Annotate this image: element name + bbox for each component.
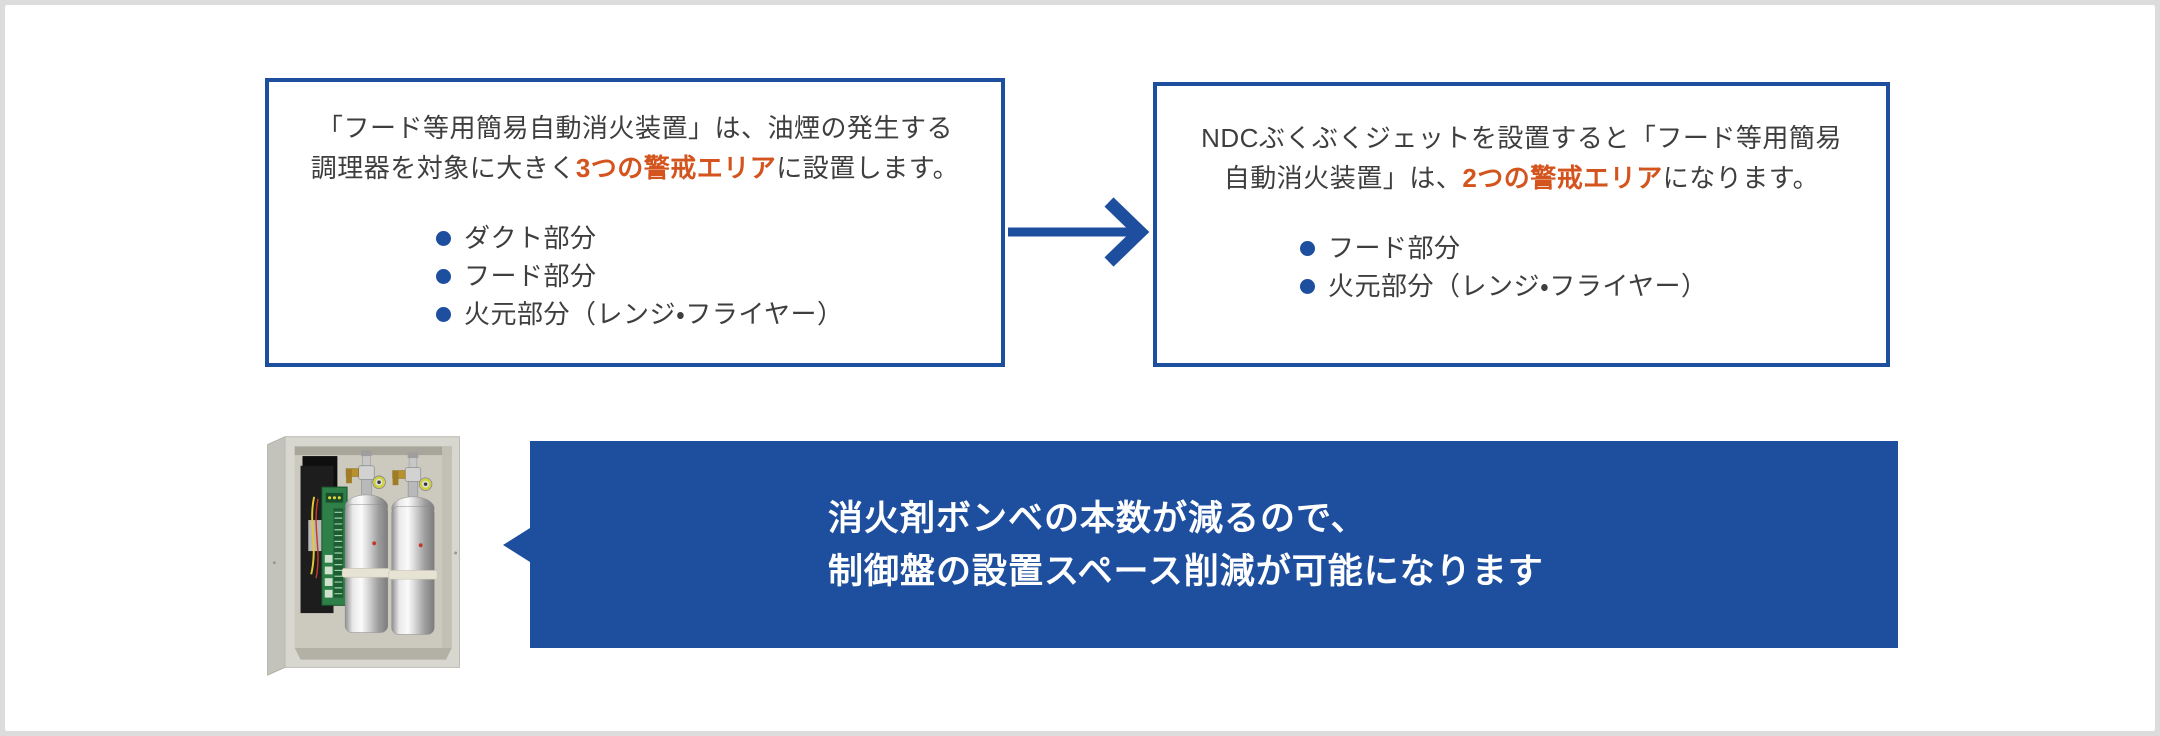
right-arrow-icon [1005, 185, 1160, 280]
bullet-dot-icon [1300, 240, 1315, 256]
callout-line1: 消火剤ボンベの本数が減るので、 [828, 498, 1367, 538]
bullet-dot-icon [1300, 278, 1315, 294]
benefit-callout-banner: 消火剤ボンベの本数が減るので、 制御盤の設置スペース削減が可能になります [530, 441, 1898, 648]
control-panel-photo [261, 427, 469, 679]
cabinet-side-panel [267, 436, 286, 676]
before-area-list: ダクト部分 フード部分 火元部分（レンジ・フライヤー） [436, 219, 1001, 333]
agent-cylinder [341, 449, 392, 634]
after-line2-post: になります。 [1662, 163, 1820, 193]
after-line2-pre: 自動消火装置」は、 [1223, 163, 1463, 193]
list-item: フード部分 [436, 257, 1001, 295]
control-panel-illustration [267, 436, 460, 676]
after-area-list: フード部分 火元部分（レンジ・フライヤー） [1300, 229, 1886, 305]
callout-line2: 制御盤の設置スペース削減が可能になります [828, 551, 1544, 591]
before-box-text: 「フード等用簡易自動消火装置」は、油煙の発生する 調理器を対象に大きく3つの警戒… [269, 108, 1001, 188]
before-highlight-3-areas: 3つの警戒エリア [575, 153, 777, 183]
bullet-dot-icon [436, 306, 451, 322]
list-item: 火元部分（レンジ・フライヤー） [1300, 267, 1886, 305]
after-box-text: NDCぶくぶくジェットを設置すると「フード等用簡易 自動消火装置」は、2つの警戒… [1157, 118, 1886, 198]
before-installation-box: 「フード等用簡易自動消火装置」は、油煙の発生する 調理器を対象に大きく3つの警戒… [265, 78, 1005, 367]
bullet-dot-icon [436, 230, 451, 246]
area-label: フード部分 [1328, 233, 1461, 263]
area-label: 火元部分（レンジ・フライヤー） [1328, 271, 1708, 301]
area-label: 火元部分（レンジ・フライヤー） [464, 299, 844, 329]
after-installation-box: NDCぶくぶくジェットを設置すると「フード等用簡易 自動消火装置」は、2つの警戒… [1153, 82, 1890, 367]
area-label: ダクト部分 [464, 223, 597, 253]
content-card: 「フード等用簡易自動消火装置」は、油煙の発生する 調理器を対象に大きく3つの警戒… [5, 5, 2155, 731]
before-line2-pre: 調理器を対象に大きく [310, 153, 576, 183]
before-line1: 「フード等用簡易自動消火装置」は、油煙の発生する [316, 113, 953, 143]
area-label: フード部分 [464, 261, 597, 291]
list-item: 火元部分（レンジ・フライヤー） [436, 295, 1001, 333]
list-item: フード部分 [1300, 229, 1886, 267]
before-line2-post: に設置します。 [776, 153, 960, 183]
agent-cylinder [387, 451, 439, 636]
after-highlight-2-areas: 2つの警戒エリア [1462, 163, 1663, 193]
bullet-dot-icon [436, 268, 451, 284]
control-board [300, 456, 348, 614]
list-item: ダクト部分 [436, 219, 1001, 257]
right-arrow-svg [1008, 197, 1150, 267]
after-line1: NDCぶくぶくジェットを設置すると「フード等用簡易 [1201, 123, 1842, 153]
